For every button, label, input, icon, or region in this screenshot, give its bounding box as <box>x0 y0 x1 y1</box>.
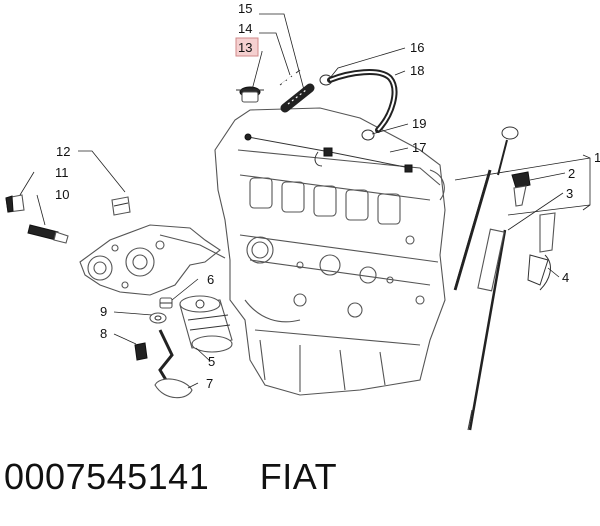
brand-name: FIAT <box>259 456 338 497</box>
part-8-bolt <box>134 342 148 361</box>
part-19-clamp <box>361 129 375 141</box>
part-number: 0007545141 <box>4 456 210 497</box>
callout-15[interactable]: 15 <box>238 1 252 16</box>
part-17-cable <box>244 133 413 173</box>
callout-5[interactable]: 5 <box>208 354 215 369</box>
water-pump-housing <box>79 224 226 296</box>
leader-lines <box>19 13 591 389</box>
engine-block <box>214 107 446 396</box>
callout-10[interactable]: 10 <box>55 187 69 202</box>
callout-11[interactable]: 11 <box>55 165 69 180</box>
callout-19[interactable]: 19 <box>412 116 426 131</box>
callout-6[interactable]: 6 <box>207 272 214 287</box>
part-14-spring <box>279 69 301 86</box>
part-4-sensor <box>527 212 556 291</box>
callout-16[interactable]: 16 <box>410 40 424 55</box>
part-2-dipstick-cap <box>511 171 531 207</box>
callout-13[interactable]: 13 <box>238 40 252 55</box>
part-10-sender <box>27 224 69 244</box>
part-caption: 0007545141 FIAT <box>4 456 337 498</box>
callout-7[interactable]: 7 <box>206 376 213 391</box>
part-7-pickup <box>154 329 193 399</box>
part-5-oil-filter <box>179 295 233 353</box>
part-18-curved-hose <box>327 69 398 133</box>
callout-labels: 1 2 3 4 5 6 7 8 9 10 11 12 13 14 15 16 1… <box>55 1 600 391</box>
part-13-cap <box>236 86 264 103</box>
callout-2[interactable]: 2 <box>568 166 575 181</box>
callout-14[interactable]: 14 <box>238 21 252 36</box>
callout-3[interactable]: 3 <box>566 186 573 201</box>
callout-4[interactable]: 4 <box>562 270 569 285</box>
callout-8[interactable]: 8 <box>100 326 107 341</box>
part-11-sensor <box>5 194 25 213</box>
callout-17[interactable]: 17 <box>412 140 426 155</box>
part-15-hose <box>280 83 315 113</box>
part-3-dipstick <box>467 126 519 431</box>
callout-12[interactable]: 12 <box>56 144 70 159</box>
part-12-bolt <box>111 196 131 216</box>
callout-1[interactable]: 1 <box>594 150 600 165</box>
callout-18[interactable]: 18 <box>410 63 424 78</box>
part-9-union <box>149 312 167 324</box>
part-1-dipstick-tube <box>452 169 492 291</box>
callout-13-highlight <box>235 37 259 57</box>
callout-9[interactable]: 9 <box>100 304 107 319</box>
part-6-nipple <box>159 297 173 309</box>
